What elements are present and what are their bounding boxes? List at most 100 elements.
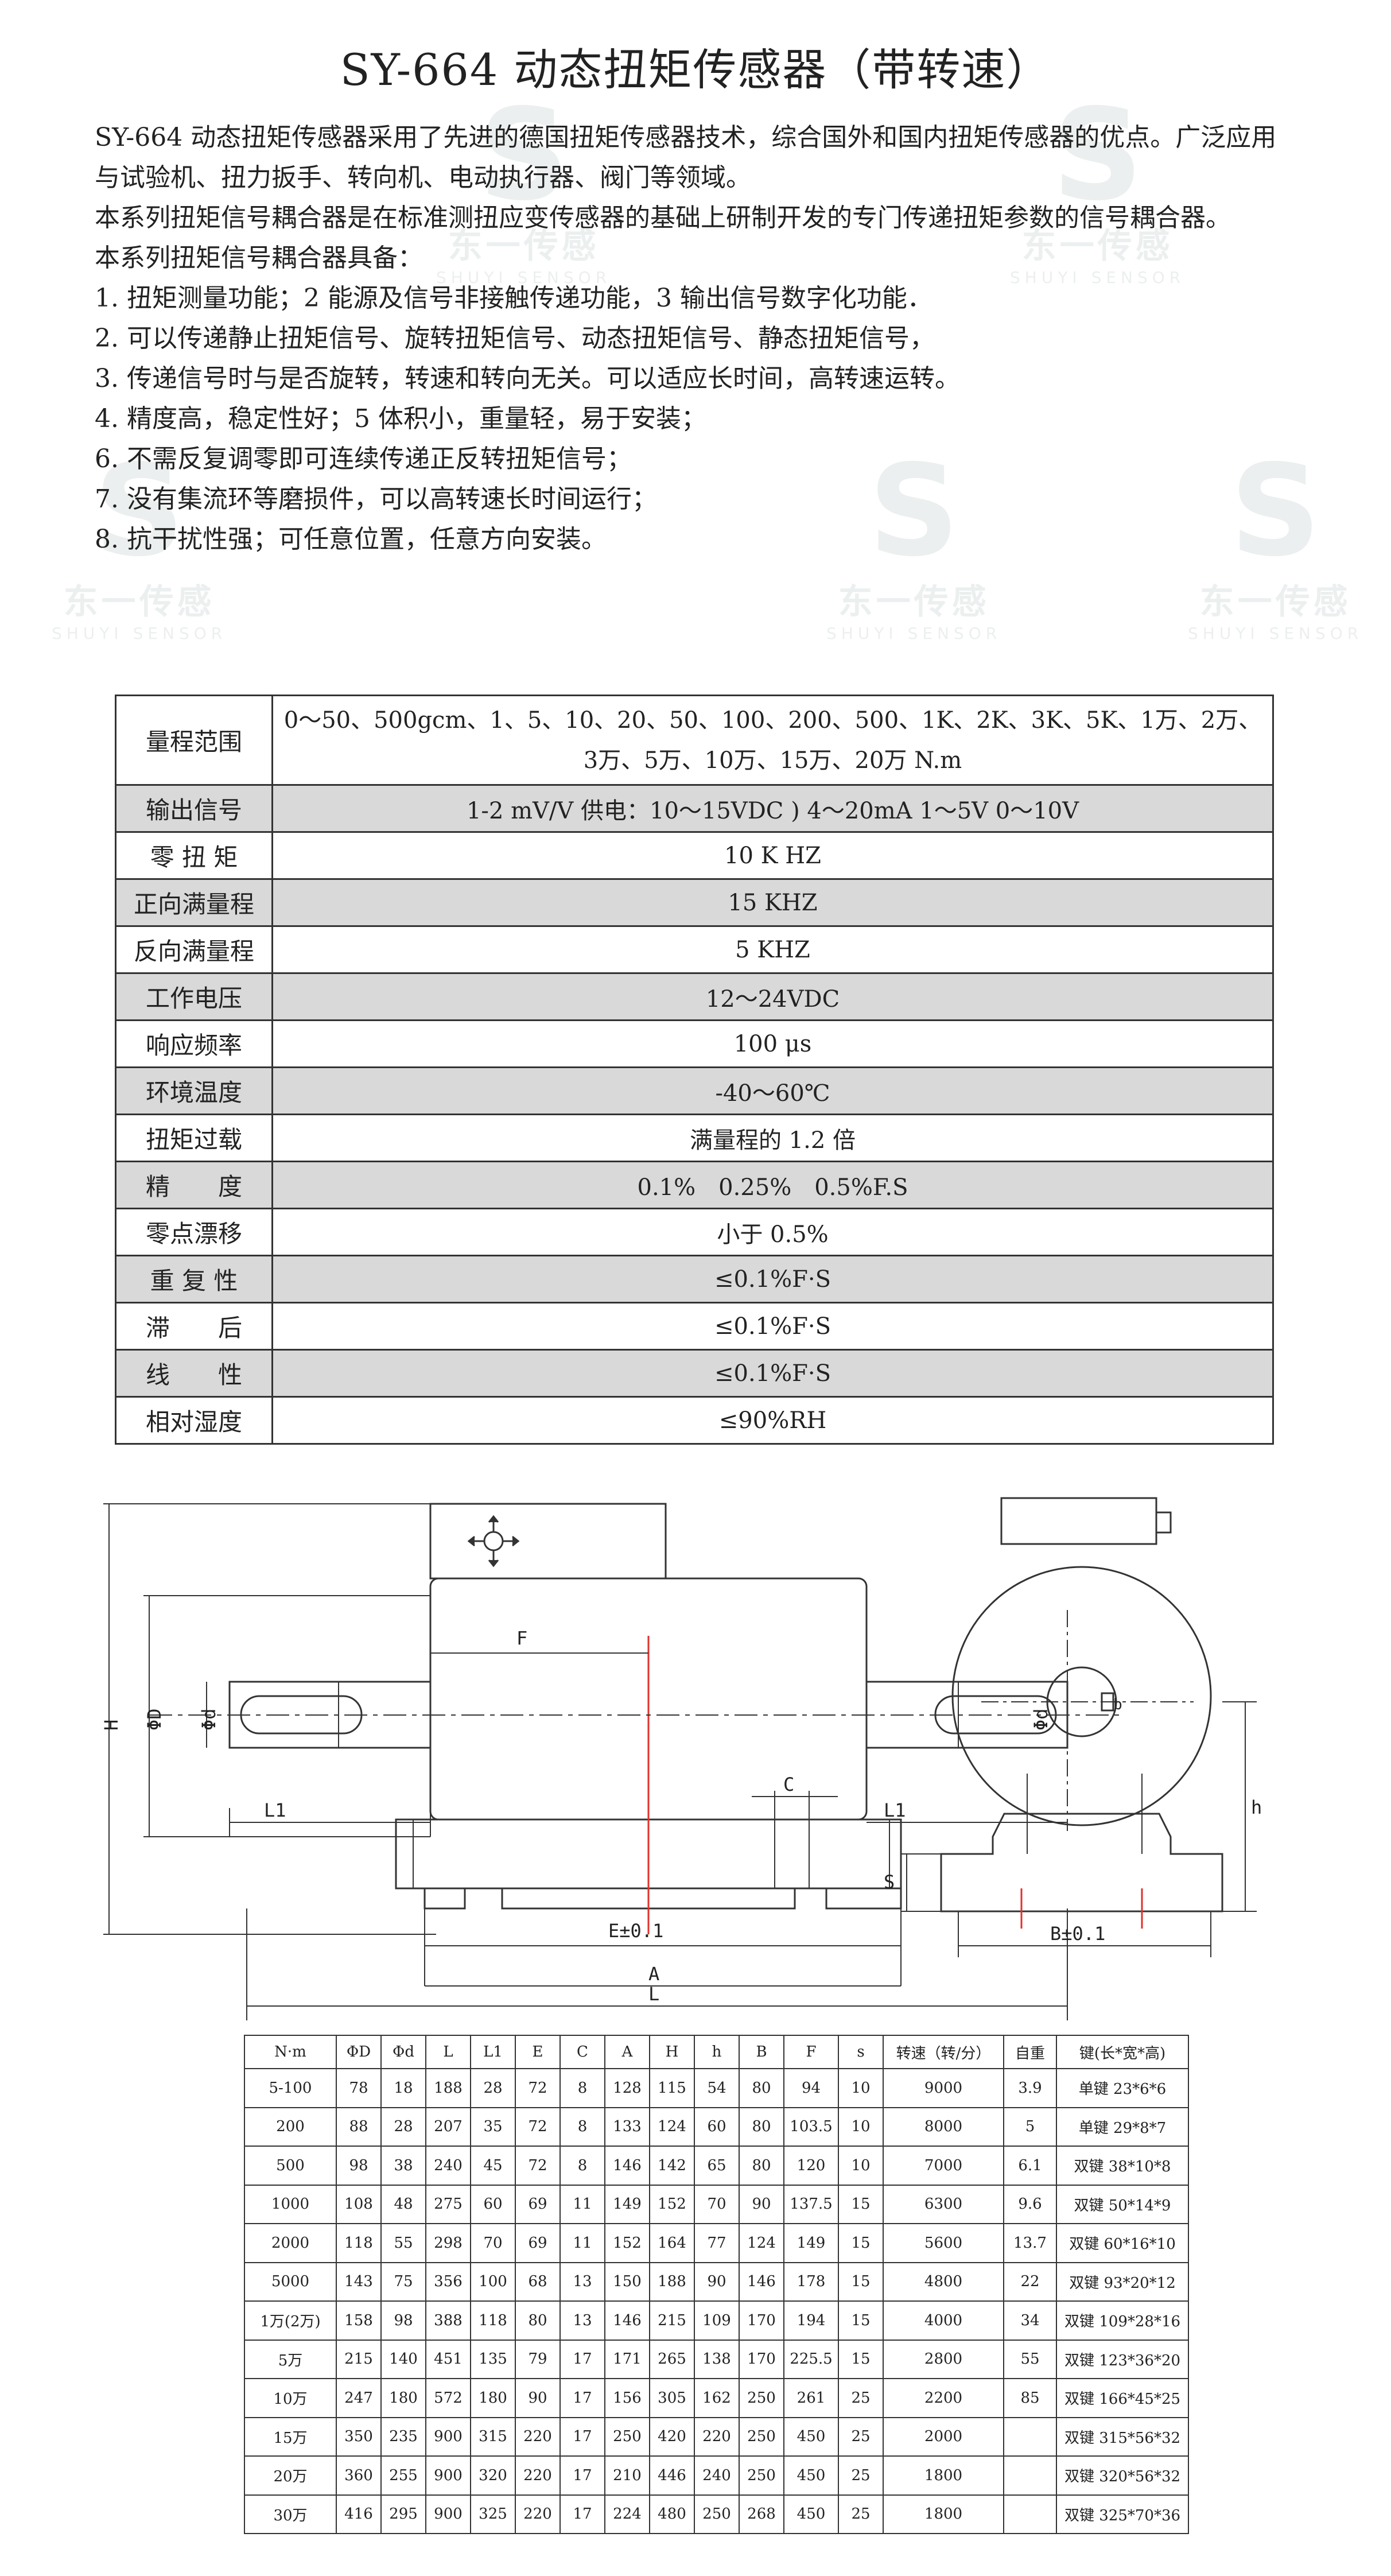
watermark: S 东一传感 SHUYI SENSOR (826, 437, 1002, 643)
dim-cell: 双键 320*56*32 (1056, 2455, 1189, 2496)
dim-cell: 103.5 (783, 2106, 839, 2147)
spec-label: 精 度 (115, 1161, 273, 1209)
dim-cell: 118 (470, 2300, 516, 2341)
dim-cell: 115 (649, 2068, 695, 2108)
dim-cell: 480 (649, 2494, 695, 2534)
dim-cell: 2200 (883, 2378, 1004, 2418)
dim-cell: 1800 (883, 2455, 1004, 2496)
intro-paragraph: 本系列扭矩信号耦合器具备： (95, 243, 423, 273)
dim-cell: 5 (1003, 2106, 1057, 2147)
dim-cell: 446 (649, 2455, 695, 2496)
dim-cell: 178 (783, 2261, 839, 2302)
dim-cell: 9000 (883, 2068, 1004, 2108)
dim-cell: 250 (694, 2494, 740, 2534)
spec-value: 小于 0.5% (271, 1208, 1274, 1256)
watermark: S 东一传感 SHUYI SENSOR (1188, 437, 1363, 643)
spec-label: 线 性 (115, 1349, 273, 1398)
dim-cell: 98 (380, 2300, 426, 2341)
dim-cell: 247 (336, 2378, 382, 2418)
dim-header-cell: C (559, 2035, 605, 2069)
dim-cell: 120 (783, 2146, 839, 2186)
dim-label-L1: L1 (884, 1799, 906, 1821)
dim-cell: 150 (604, 2261, 650, 2302)
dim-cell: 69 (515, 2223, 561, 2263)
dim-cell: 70 (470, 2223, 516, 2263)
feature-item: 3. 传递信号时与是否旋转，转速和转向无关。可以适应长时间，高转速运转。 (95, 364, 960, 393)
feature-item: 6. 不需反复调零即可连续传递正反转扭矩信号； (95, 444, 632, 474)
dim-cell: 2000 (883, 2416, 1004, 2457)
connector-box (429, 1503, 667, 1580)
dim-label-L: L (648, 1983, 659, 2005)
dim-cell: 90 (515, 2378, 561, 2418)
dim-header-cell: 自重 (1003, 2035, 1057, 2069)
dim-cell: 双键 93*20*12 (1056, 2261, 1189, 2302)
dim-cell: 138 (694, 2339, 740, 2379)
dim-cell: 5000 (244, 2261, 337, 2302)
spec-value: 100 μs (271, 1019, 1274, 1068)
dim-header-cell: 键(长*宽*高) (1056, 2035, 1189, 2069)
spec-label: 响应频率 (115, 1019, 273, 1068)
dim-cell: 152 (604, 2223, 650, 2263)
dim-cell: 55 (1003, 2339, 1057, 2379)
dim-cell (1003, 2416, 1057, 2457)
dim-cell: 25 (838, 2378, 884, 2418)
dim-cell: 900 (425, 2416, 471, 2457)
dim-cell: 124 (649, 2106, 695, 2147)
dim-cell: 250 (739, 2416, 784, 2457)
dim-cell: 1000 (244, 2184, 337, 2224)
feature-item: 1. 扭矩测量功能；2 能源及信号非接触传递功能，3 输出信号数字化功能． (95, 284, 932, 313)
dim-header-cell: A (604, 2035, 650, 2069)
dim-cell: 298 (425, 2223, 471, 2263)
dim-cell: 25 (838, 2494, 884, 2534)
dim-cell: 315 (470, 2416, 516, 2457)
dim-cell: 320 (470, 2455, 516, 2496)
dim-cell: 15 (838, 2300, 884, 2341)
dim-cell: 250 (739, 2455, 784, 2496)
technical-drawing: H ΦD Φd Φd F L1 L1 C E±0.1 A L b h S (100, 1497, 1262, 2020)
dim-cell: 22 (1003, 2261, 1057, 2302)
spec-value: ≤0.1%F·S (271, 1302, 1274, 1351)
dim-cell: 5600 (883, 2223, 1004, 2263)
dim-cell: 194 (783, 2300, 839, 2341)
spec-value: ≤0.1%F·S (271, 1255, 1274, 1303)
dim-header-cell: L (425, 2035, 471, 2069)
dim-cell: 5万 (244, 2339, 337, 2379)
dim-cell: 137.5 (783, 2184, 839, 2224)
dim-cell: 295 (380, 2494, 426, 2534)
spec-label: 环境温度 (115, 1066, 273, 1115)
dim-cell: 133 (604, 2106, 650, 2147)
spec-value: 满量程的 1.2 倍 (271, 1114, 1274, 1162)
dim-header-cell: Φd (380, 2035, 426, 2069)
intro-paragraph: SY-664 动态扭矩传感器采用了先进的德国扭矩传感器技术，综合国外和国内扭矩传… (95, 123, 1277, 192)
dim-cell: 305 (649, 2378, 695, 2418)
dim-cell: 2000 (244, 2223, 337, 2263)
dim-cell: 双键 60*16*10 (1056, 2223, 1189, 2263)
dim-cell: 420 (649, 2416, 695, 2457)
dim-cell: 15 (838, 2184, 884, 2224)
dim-cell: 17 (559, 2494, 605, 2534)
dim-cell (1003, 2455, 1057, 2496)
dim-cell: 149 (604, 2184, 650, 2224)
dim-header-cell: F (783, 2035, 839, 2069)
dim-cell: 572 (425, 2378, 471, 2418)
dim-cell: 3.9 (1003, 2068, 1057, 2108)
dim-cell: 250 (604, 2416, 650, 2457)
dim-cell: 210 (604, 2455, 650, 2496)
dim-cell: 13.7 (1003, 2223, 1057, 2263)
dim-cell: 17 (559, 2416, 605, 2457)
dim-cell: 142 (649, 2146, 695, 2186)
dim-label-C: C (783, 1774, 794, 1795)
dim-cell: 69 (515, 2184, 561, 2224)
dim-header-cell: ΦD (336, 2035, 382, 2069)
dim-cell: 215 (649, 2300, 695, 2341)
dim-cell: 28 (470, 2068, 516, 2108)
dim-cell: 10 (838, 2068, 884, 2108)
dim-header-cell: E (515, 2035, 561, 2069)
dim-cell: 118 (336, 2223, 382, 2263)
feature-item: 7. 没有集流环等磨损件，可以高转速长时间运行； (95, 484, 657, 514)
